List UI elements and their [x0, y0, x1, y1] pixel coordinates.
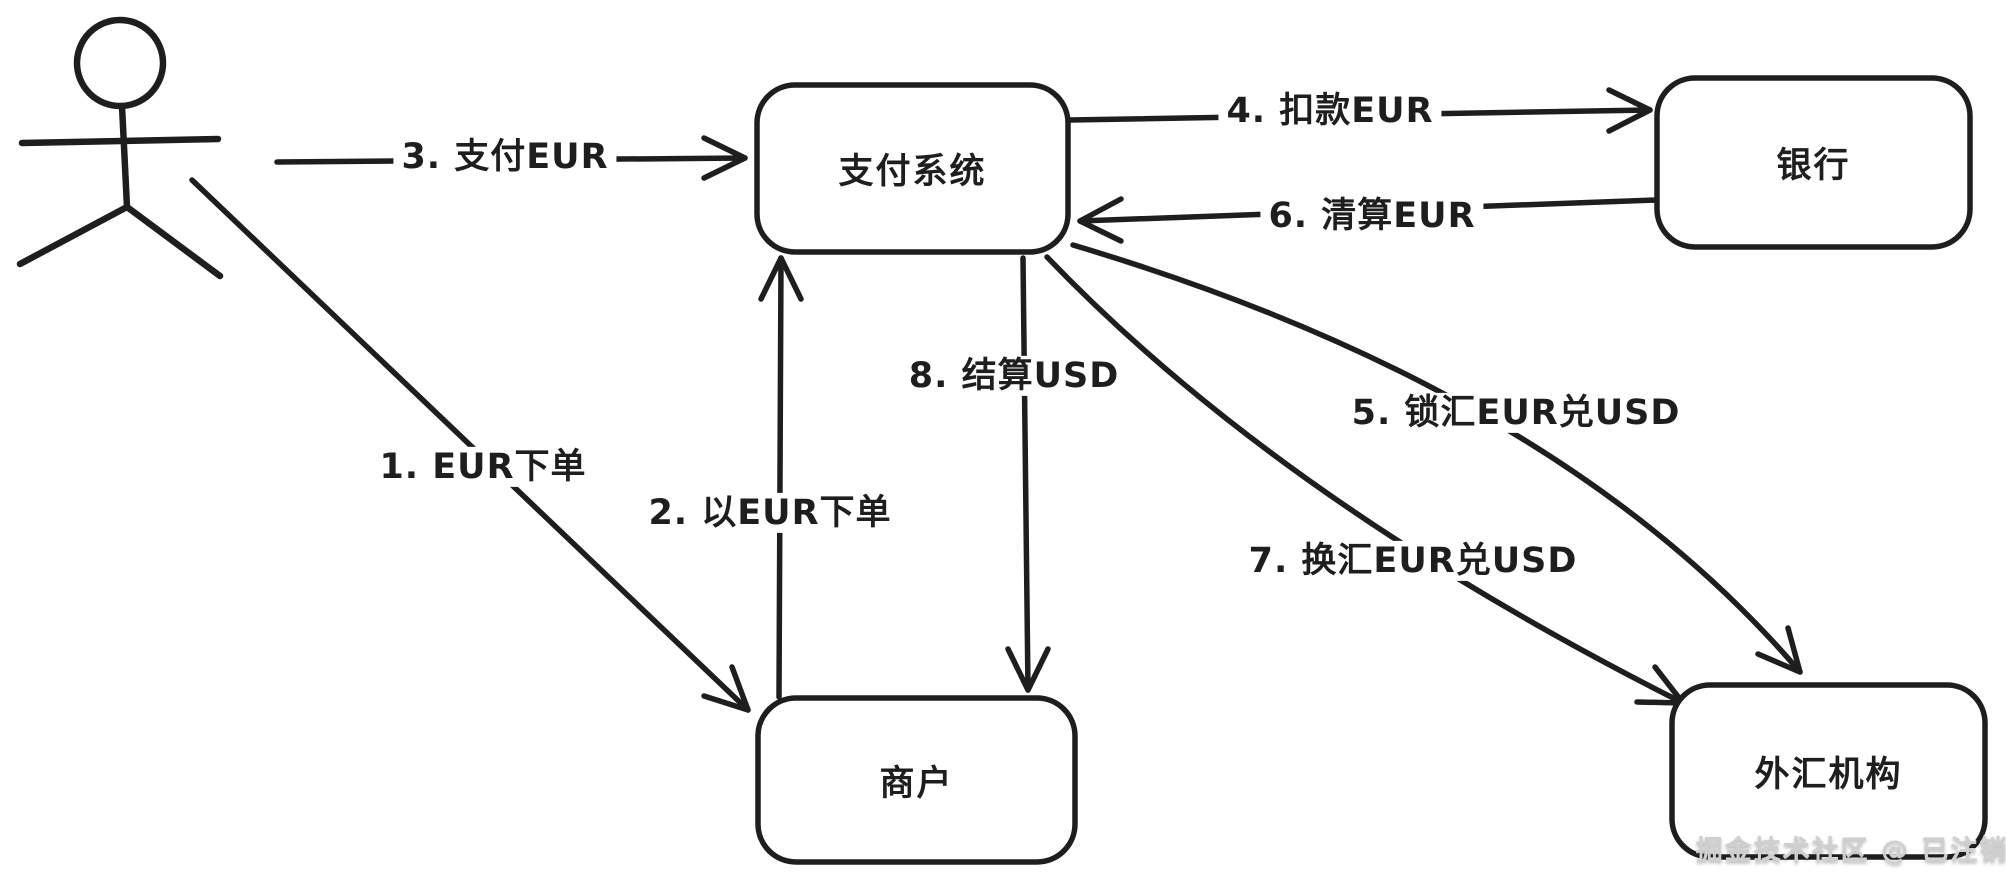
arrowhead-2 — [758, 255, 804, 302]
arrow-7-exchange-fx — [1044, 254, 1686, 706]
actor-head — [73, 16, 167, 110]
user-stick-figure-icon — [16, 16, 224, 280]
nodes — [754, 75, 1988, 865]
arrow-label-3: 3. 支付EUR — [393, 136, 617, 178]
actor-body — [118, 102, 131, 211]
arrow-8-settle-usd — [1020, 255, 1031, 693]
bank-label: 银行 — [1776, 146, 1851, 186]
arrowhead-8 — [1005, 646, 1051, 693]
payment-system-box — [754, 82, 1071, 255]
merchant-box — [755, 695, 1078, 865]
arrowhead-6 — [1077, 196, 1124, 244]
arrow-label-8: 8. 结算USD — [900, 355, 1128, 397]
actor-leg-left — [16, 203, 131, 268]
arrow-label-4: 4. 扣款EUR — [1218, 90, 1442, 132]
arrowhead-3 — [701, 135, 748, 181]
arrow-label-2: 2. 以EUR下单 — [640, 492, 900, 534]
arrow-2-order-with-eur — [776, 255, 784, 700]
merchant-label: 商户 — [879, 763, 954, 804]
payment-system-label: 支付系统 — [838, 152, 987, 192]
arrow-label-5: 5. 锁汇EUR兑USD — [1343, 392, 1689, 434]
arrow-1-eur-order — [189, 177, 751, 713]
arrow-label-7: 7. 换汇EUR兑USD — [1240, 540, 1586, 582]
arrowhead-4 — [1606, 87, 1653, 134]
actor-leg-right — [123, 203, 224, 280]
actor-arms — [18, 135, 222, 147]
arrow-5-lock-fx — [1070, 242, 1803, 675]
arrowhead-5 — [1755, 625, 1803, 675]
fx-institution-box — [1669, 682, 1988, 860]
arrowhead-1 — [701, 664, 751, 713]
bank-box — [1654, 75, 1973, 250]
watermark: 掘金技术社区 @ 已注销 — [1695, 835, 2006, 867]
arrow-label-1: 1. EUR下单 — [371, 446, 595, 488]
fx-institution-label: 外汇机构 — [1754, 754, 1903, 795]
arrow-label-6: 6. 清算EUR — [1260, 195, 1484, 237]
